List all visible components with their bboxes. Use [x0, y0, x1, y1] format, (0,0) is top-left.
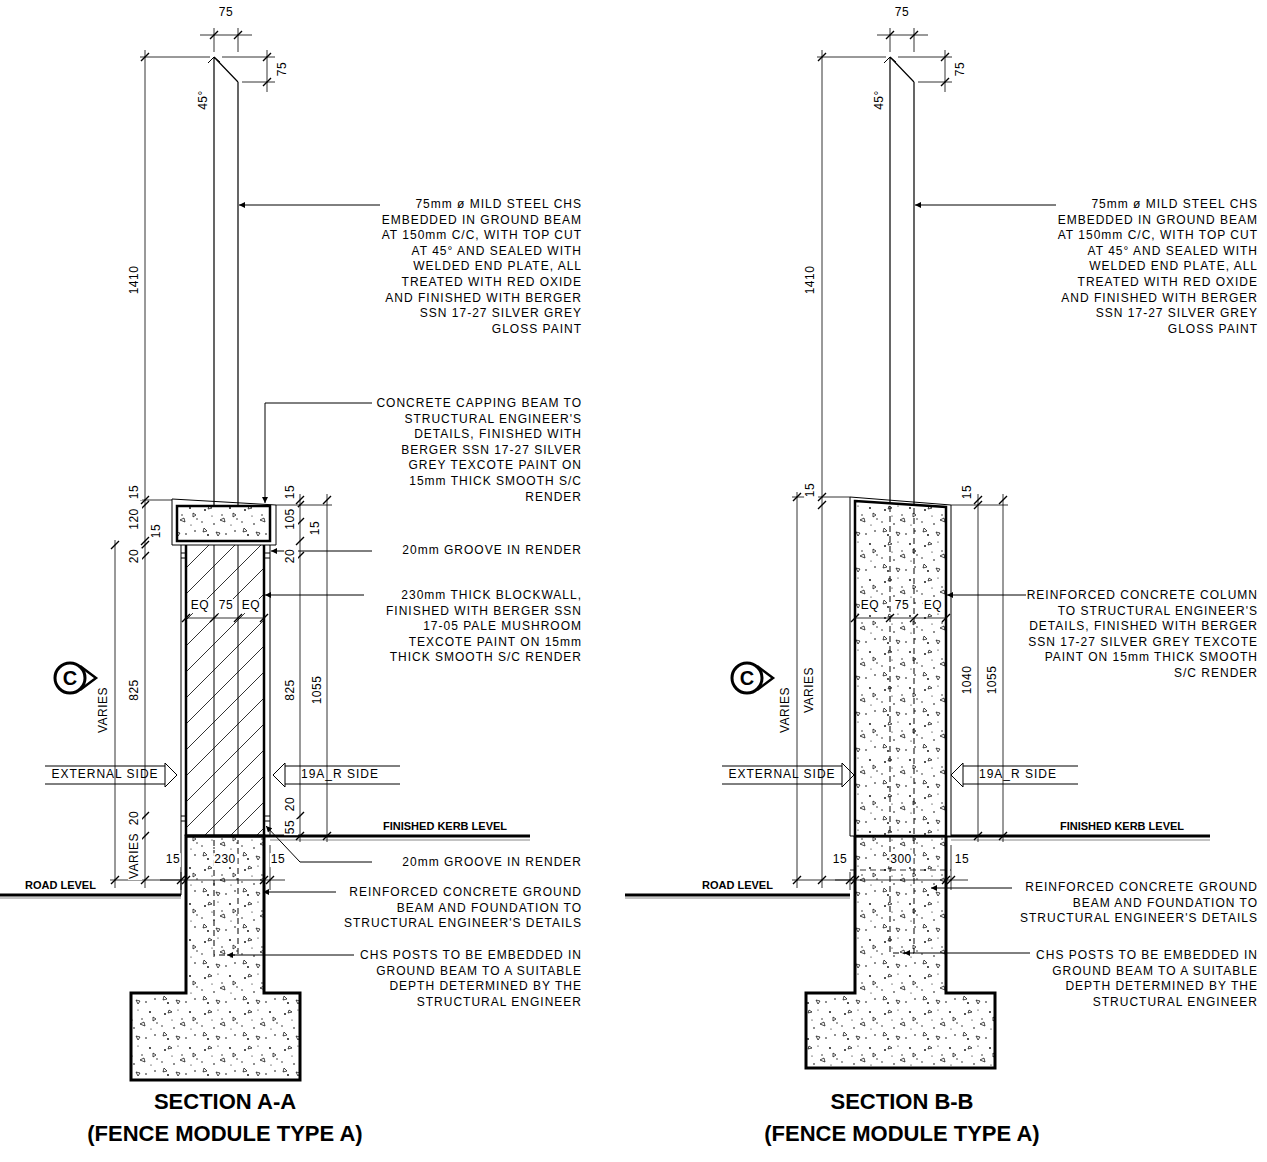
dimension-lines [110, 28, 1008, 890]
section-title: SECTION B-B [831, 1089, 974, 1114]
callout-note: 20mm GROOVE IN RENDER [372, 855, 582, 871]
dimension-text: 230 [213, 853, 237, 867]
dimension-text: 45° [197, 89, 211, 111]
dimension-text: EQ [860, 599, 880, 613]
dimension-text: 15 [165, 853, 181, 867]
side-tag: 19A_R SIDE [979, 768, 1057, 782]
dimension-text: EQ [241, 599, 261, 613]
callout-note: 20mm GROOVE IN RENDER [372, 543, 582, 559]
dimension-text: 15 [309, 520, 323, 536]
dimension-text: 20 [284, 548, 298, 564]
dimension-text: 15 [832, 853, 848, 867]
blockwall [181, 545, 270, 895]
callout-note: REINFORCED CONCRETE GROUND BEAM AND FOUN… [1014, 880, 1258, 927]
dimension-text: 105 [284, 507, 298, 531]
dimension-text: 75 [894, 6, 910, 20]
leader-lines [227, 205, 1074, 955]
side-tag: 19A_R SIDE [301, 768, 379, 782]
chs-post [884, 57, 914, 953]
dimension-text: 55 [284, 819, 298, 835]
section-marker: C [52, 660, 100, 696]
section-marker: C [729, 660, 777, 696]
dimension-text: 75 [894, 599, 910, 613]
callout-note: CHS POSTS TO BE EMBEDDED IN GROUND BEAM … [1032, 948, 1258, 1010]
concrete-column [850, 497, 951, 870]
dimension-text: 15 [954, 853, 970, 867]
dimension-text: 75 [276, 61, 290, 77]
dimension-text: 1055 [311, 675, 325, 706]
section-subtitle: (FENCE MODULE TYPE A) [764, 1121, 1039, 1146]
dimension-text: 15 [804, 482, 818, 498]
dimension-text: 825 [284, 678, 298, 702]
dimension-text: 1410 [804, 265, 818, 296]
section-title: SECTION A-A [154, 1089, 296, 1114]
dimension-text: 15 [270, 853, 286, 867]
callout-note: CHS POSTS TO BE EMBEDDED IN GROUND BEAM … [356, 948, 582, 1010]
marker-letter: C [729, 660, 765, 696]
level-label: FINISHED KERB LEVEL [383, 820, 507, 833]
dimension-text: 1040 [961, 665, 975, 696]
dimension-text: 120 [128, 507, 142, 531]
level-label: ROAD LEVEL [25, 879, 96, 892]
dimension-text: EQ [923, 599, 943, 613]
dimension-text: VARIES [97, 686, 111, 734]
dimension-text: 75 [218, 6, 234, 20]
dimension-text: 15 [284, 484, 298, 500]
marker-letter: C [52, 660, 88, 696]
dimension-text: EQ [190, 599, 210, 613]
side-tag: EXTERNAL SIDE [51, 768, 158, 782]
dimension-text: 15 [128, 484, 142, 500]
section-subtitle: (FENCE MODULE TYPE A) [87, 1121, 362, 1146]
callout-note: CONCRETE CAPPING BEAM TO STRUCTURAL ENGI… [372, 396, 582, 505]
dimension-text: 15 [961, 484, 975, 500]
dimension-text: 75 [218, 599, 234, 613]
dimension-text: VARIES [803, 666, 817, 714]
dimension-text: 300 [889, 853, 913, 867]
ground-beam [131, 836, 995, 1080]
callout-note: 75mm ø MILD STEEL CHS EMBEDDED IN GROUND… [380, 197, 582, 337]
dimension-text: 20 [284, 796, 298, 812]
dimension-ticks [111, 31, 1007, 884]
dimension-text: VARIES [779, 686, 793, 734]
dimension-text: 1410 [128, 265, 142, 296]
callout-note: 75mm ø MILD STEEL CHS EMBEDDED IN GROUND… [1056, 197, 1258, 337]
side-tag: EXTERNAL SIDE [728, 768, 835, 782]
callout-note: 230mm THICK BLOCKWALL, FINISHED WITH BER… [368, 588, 582, 666]
dimension-text: 75 [954, 61, 968, 77]
kerb [186, 836, 1210, 837]
capping-beam [172, 499, 276, 545]
dimension-text: VARIES [128, 832, 142, 880]
level-label: FINISHED KERB LEVEL [1060, 820, 1184, 833]
callout-note: REINFORCED CONCRETE COLUMN TO STRUCTURAL… [1026, 588, 1258, 682]
side-tag-frame [45, 763, 1078, 787]
chs-post [208, 57, 238, 955]
dimension-text: 1055 [986, 665, 1000, 696]
dimension-text: 20 [128, 810, 142, 826]
dimension-text: 825 [128, 678, 142, 702]
dimension-text: 20 [128, 548, 142, 564]
callout-note: REINFORCED CONCRETE GROUND BEAM AND FOUN… [338, 885, 582, 932]
dimension-text: 15 [150, 523, 164, 539]
level-label: ROAD LEVEL [702, 879, 773, 892]
dimension-text: 45° [873, 89, 887, 111]
